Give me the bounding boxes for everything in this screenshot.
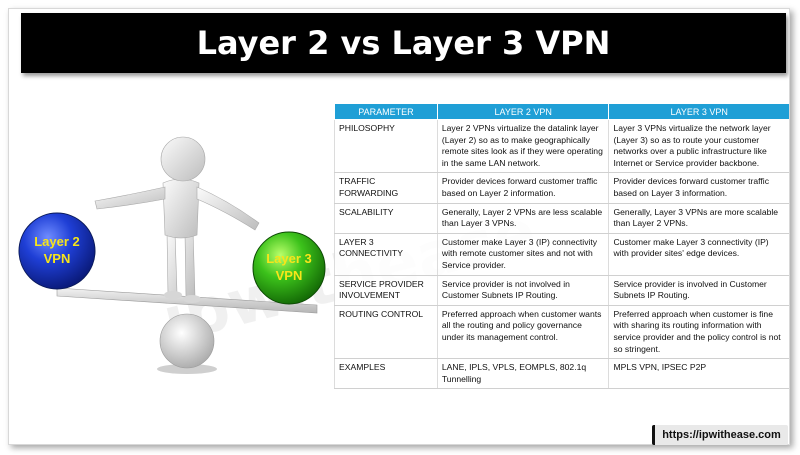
- table-header-row: PARAMETER LAYER 2 VPN LAYER 3 VPN: [334, 103, 789, 120]
- row-layer3: Generally, Layer 3 VPNs are more scalabl…: [608, 202, 789, 234]
- row-layer3: Preferred approach when customer is fine…: [608, 304, 789, 360]
- layer2-ball-line1: Layer 2: [34, 234, 80, 249]
- pivot-shadow: [157, 364, 217, 374]
- row-layer2: Customer make Layer 3 (IP) connectivity …: [436, 232, 610, 276]
- table-row: ROUTING CONTROL Preferred approach when …: [334, 304, 789, 360]
- table-row: TRAFFIC FORWARDING Provider devices forw…: [334, 172, 789, 204]
- table-row: LAYER 3 CONNECTIVITY Customer make Layer…: [334, 232, 789, 276]
- layer3-ball-line1: Layer 3: [266, 251, 312, 266]
- table-row: SCALABILITY Generally, Layer 2 VPNs are …: [334, 202, 789, 234]
- layer2-ball: Layer 2 VPN: [18, 212, 96, 290]
- row-param: PHILOSOPHY: [334, 118, 438, 174]
- figure-legs: [166, 230, 196, 298]
- row-layer2: Service provider is not involved in Cust…: [436, 274, 610, 306]
- figure-body: [162, 178, 200, 239]
- row-layer3: MPLS VPN, IPSEC P2P: [608, 358, 789, 390]
- row-param: LAYER 3 CONNECTIVITY: [334, 232, 438, 276]
- row-param: SCALABILITY: [334, 202, 438, 234]
- row-layer3: Service provider is involved in Customer…: [608, 274, 789, 306]
- header-layer2: LAYER 2 VPN: [436, 103, 610, 120]
- comparison-table: PARAMETER LAYER 2 VPN LAYER 3 VPN PHILOS…: [334, 103, 789, 390]
- figure-head: [160, 136, 206, 182]
- row-layer3: Provider devices forward customer traffi…: [608, 172, 789, 204]
- row-param: TRAFFIC FORWARDING: [334, 172, 438, 204]
- table-row: PHILOSOPHY Layer 2 VPNs virtualize the d…: [334, 118, 789, 174]
- row-layer2: LANE, IPLS, VPLS, EOMPLS, 802.1q Tunnell…: [436, 358, 610, 390]
- layer2-ball-line2: VPN: [44, 251, 71, 266]
- table-row: SERVICE PROVIDER INVOLVEMENT Service pro…: [334, 274, 789, 306]
- header-layer3: LAYER 3 VPN: [608, 103, 789, 120]
- slide-title: Layer 2 vs Layer 3 VPN: [21, 13, 786, 73]
- row-layer2: Preferred approach when customer wants a…: [436, 304, 610, 360]
- balance-illustration: Layer 2 VPN Layer 3 VPN: [18, 136, 326, 374]
- figure-arm-right: [196, 186, 260, 231]
- layer3-ball-line2: VPN: [276, 268, 303, 283]
- row-layer2: Provider devices forward customer traffi…: [436, 172, 610, 204]
- pivot-ball: [159, 313, 215, 369]
- header-parameter: PARAMETER: [334, 103, 438, 120]
- row-param: ROUTING CONTROL: [334, 304, 438, 360]
- layer3-ball: Layer 3 VPN: [252, 231, 326, 305]
- slide-frame: Layer 2 vs Layer 3 VPN ipwithease: [8, 8, 790, 445]
- row-layer2: Generally, Layer 2 VPNs are less scalabl…: [436, 202, 610, 234]
- row-layer3: Customer make Layer 3 connectivity (IP) …: [608, 232, 789, 276]
- site-url-badge[interactable]: https://ipwithease.com: [652, 425, 788, 445]
- figure-arm-left: [94, 186, 166, 210]
- row-layer3: Layer 3 VPNs virtualize the network laye…: [608, 118, 789, 174]
- row-layer2: Layer 2 VPNs virtualize the datalink lay…: [436, 118, 610, 174]
- table-row: EXAMPLES LANE, IPLS, VPLS, EOMPLS, 802.1…: [334, 358, 789, 390]
- row-param: EXAMPLES: [334, 358, 438, 390]
- row-param: SERVICE PROVIDER INVOLVEMENT: [334, 274, 438, 306]
